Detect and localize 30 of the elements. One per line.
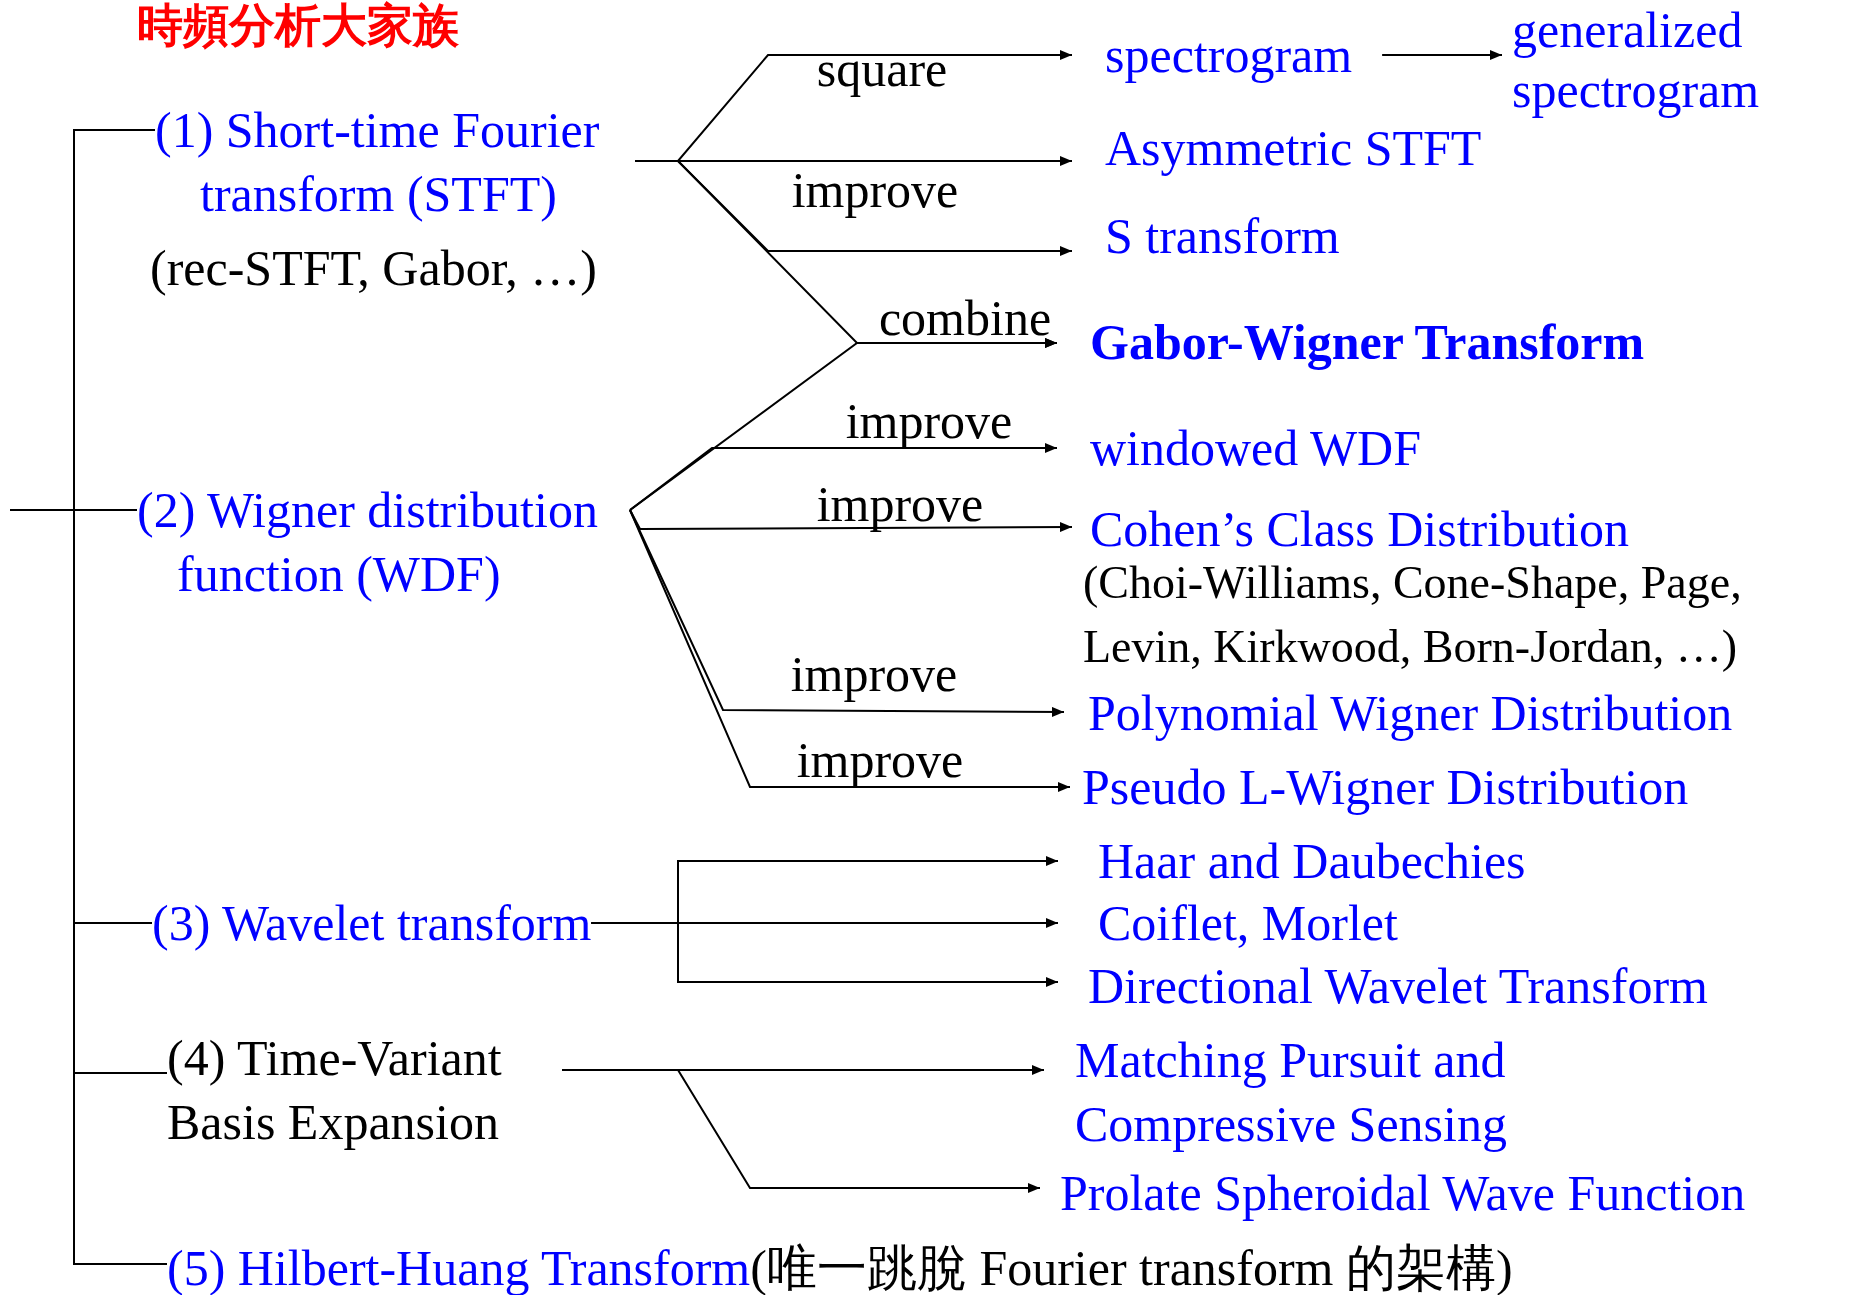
arrow: [561, 1069, 1041, 1193]
node-label: Prolate Spheroidal Wave Function: [1040, 1161, 1746, 1225]
arrow: [629, 509, 1071, 792]
diagram-title: 時頻分析大家族: [137, 0, 459, 52]
note-text: (rec-STFT, Gabor, …): [150, 239, 597, 298]
node-label: Matching Pursuit and Compressive Sensing: [1044, 1028, 1564, 1156]
node-label: S transform: [1072, 204, 1340, 268]
node-label: Asymmetric STFT: [1072, 116, 1482, 180]
edge-label: combine: [878, 293, 1052, 343]
node-label: Coiflet, Morlet: [1058, 891, 1398, 955]
node-label: generalized spectrogram: [1502, 0, 1782, 120]
note-text: (唯一跳脫 Fourier transform 的架構): [750, 1239, 1513, 1295]
node-label: Pseudo L-Wigner Distribution: [1070, 755, 1689, 819]
arrow: [590, 922, 1059, 987]
node-label: (2) Wigner distribution function (WDF): [137, 478, 630, 606]
arrow: [629, 443, 1058, 511]
node-label: (4) Time-Variant Basis Expansion: [167, 1026, 562, 1154]
connector-line: [9, 509, 168, 1265]
node-label: windowed WDF: [1057, 416, 1421, 480]
edge-label: improve: [845, 396, 1013, 446]
node-label: (3) Wavelet transform: [152, 891, 592, 955]
node-label: Haar and Daubechies: [1058, 829, 1526, 893]
node-label: (1) Short-time Fourier transform (STFT): [155, 98, 635, 226]
node-label: Polynomial Wigner Distribution: [1064, 681, 1733, 745]
node-label: Directional Wavelet Transform: [1058, 954, 1708, 1018]
node-label: spectrogram: [1072, 23, 1383, 87]
node-label: Gabor-Wigner Transform: [1057, 310, 1645, 374]
node-label: (5) Hilbert-Huang Transform: [167, 1236, 751, 1295]
edge-label: improve: [796, 735, 964, 785]
arrow: [1381, 50, 1503, 60]
